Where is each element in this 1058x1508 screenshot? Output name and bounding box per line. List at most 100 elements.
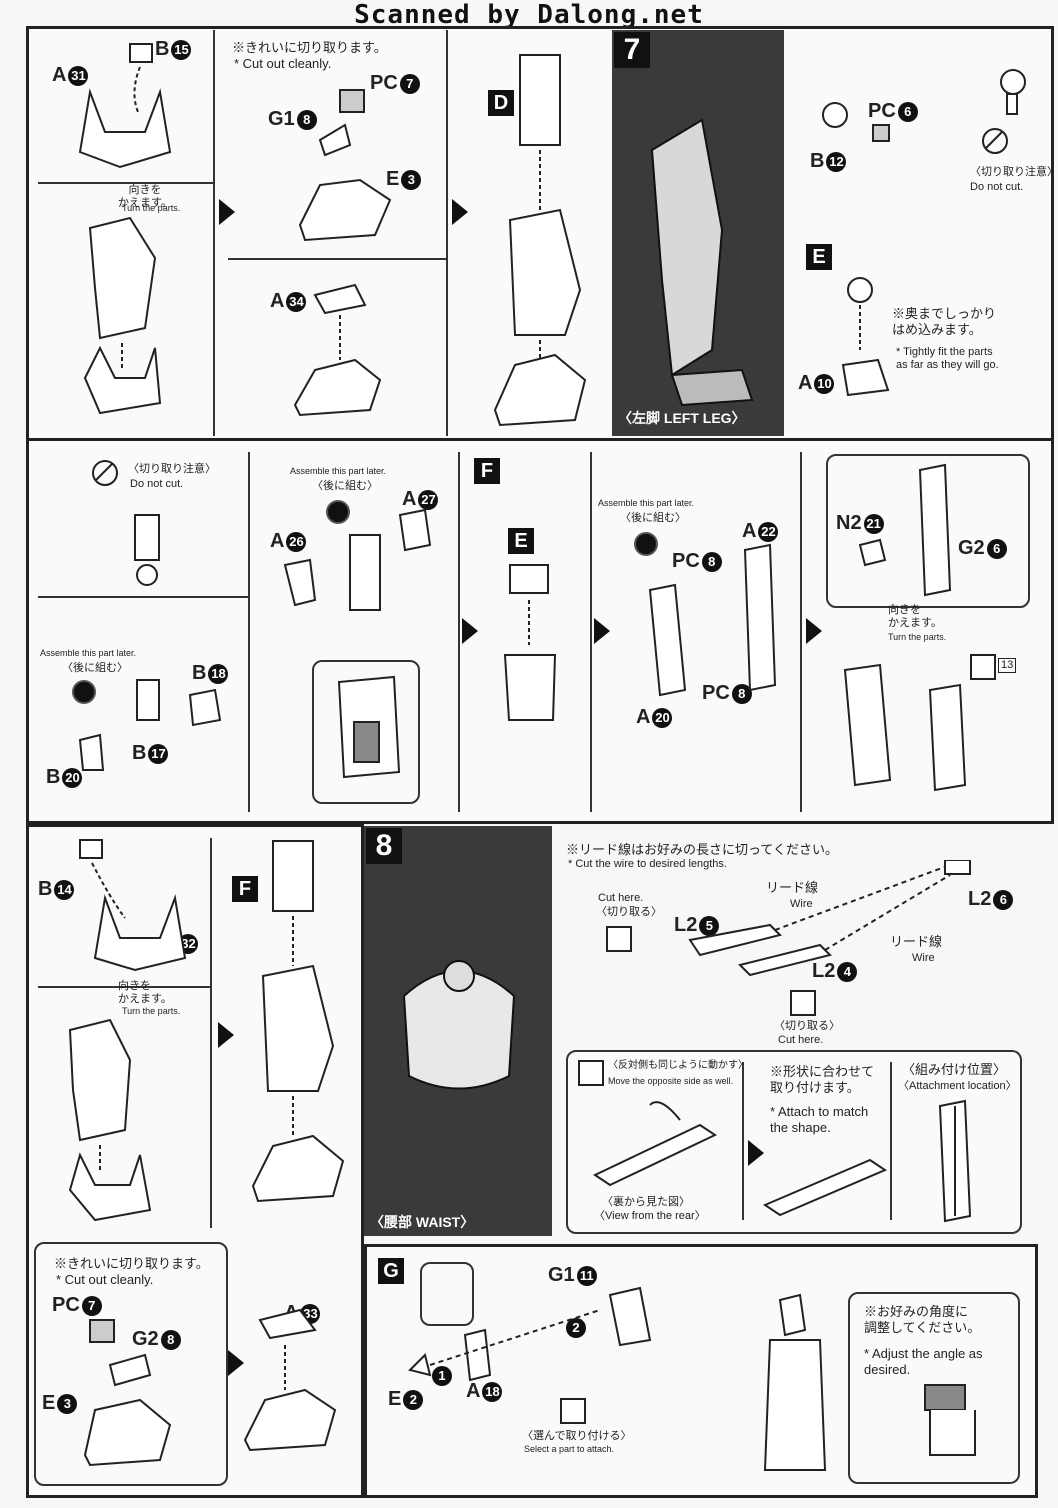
divider xyxy=(248,452,250,812)
step-arrow xyxy=(218,1022,234,1048)
attach-shape-en: * Attach to match the shape. xyxy=(770,1104,869,1135)
part-sketch xyxy=(78,43,172,169)
divider xyxy=(590,452,592,812)
assemble-later-icon xyxy=(326,500,350,524)
step-order-1: 1 xyxy=(430,1366,452,1386)
page-ref: 13 xyxy=(998,658,1017,674)
attach-location-en: 〈Attachment location〉 xyxy=(898,1080,1017,1092)
leg-assembly-sketch xyxy=(493,54,587,427)
part-sketch xyxy=(79,839,187,972)
do-not-cut-jp: 〈切り取り注意〉 xyxy=(128,463,216,475)
divider xyxy=(446,30,448,436)
cut-cleanly-jp: ※きれいに切り取ります。 xyxy=(232,40,387,55)
waist-image xyxy=(402,960,516,1090)
select-part-en: Select a part to attach. xyxy=(524,1444,615,1454)
do-not-cut-jp: 〈切り取り注意〉 xyxy=(970,166,1058,178)
move-opposite-icon xyxy=(578,1060,604,1086)
select-part-jp: 〈選んで取り付ける〉 xyxy=(522,1430,632,1442)
part-sketch xyxy=(68,1018,152,1222)
part-sketch xyxy=(762,1158,888,1217)
do-not-cut-en: Do not cut. xyxy=(130,478,184,490)
assemble-later-jp: 〈後に組む〉 xyxy=(62,662,128,674)
divider xyxy=(800,452,802,812)
part-sketch xyxy=(841,277,890,397)
wire-cut-en: * Cut the wire to desired lengths. xyxy=(568,858,727,870)
do-not-cut-icon xyxy=(982,128,1008,154)
part-sketch xyxy=(1000,69,1026,115)
divider xyxy=(38,596,248,598)
cut-here-jp: 〈切り取る〉 xyxy=(596,906,662,918)
step-arrow xyxy=(219,199,235,225)
wire-label-jp: リード線 xyxy=(766,880,819,895)
part-sketch xyxy=(408,1286,652,1382)
part-sketch xyxy=(293,283,382,417)
angle-en: * Adjust the angle as desired. xyxy=(864,1346,983,1377)
wire-label-jp: リード線 xyxy=(890,934,943,949)
step-order-2: 2 xyxy=(564,1318,586,1338)
fit-tightly-en: * Tightly fit the parts as far as they w… xyxy=(896,346,999,372)
part-sketch xyxy=(924,1384,976,1456)
step-number-8: 8 xyxy=(366,828,402,864)
divider xyxy=(210,838,212,1228)
scissors-icon xyxy=(790,990,816,1016)
angle-jp: ※お好みの角度に 調整してください。 xyxy=(864,1304,981,1335)
part-sketch xyxy=(78,679,222,771)
assemble-later-jp: 〈後に組む〉 xyxy=(620,512,686,524)
waist-caption: 〈腰部 WAIST〉 xyxy=(370,1214,475,1230)
turn-parts-en: Turn the parts. xyxy=(888,632,947,642)
cut-here2-jp: 〈切り取る〉 xyxy=(774,1020,840,1032)
assembly-label-f: F xyxy=(474,458,500,484)
rear-view-en: 〈View from the rear〉 xyxy=(594,1210,706,1222)
assembly-label-e: E xyxy=(508,528,534,554)
assembly-label-d: D xyxy=(488,90,514,116)
leg-assembly-sketch xyxy=(251,840,345,1203)
left-leg-image xyxy=(650,118,754,407)
scissors-icon xyxy=(606,926,632,952)
step-arrow xyxy=(462,618,478,644)
left-leg-caption: 〈左脚 LEFT LEG〉 xyxy=(618,410,746,426)
cut-here-en: Cut here. xyxy=(598,892,644,904)
part-sketch xyxy=(243,1308,337,1452)
detail-panel xyxy=(420,1262,474,1326)
divider xyxy=(213,30,215,436)
do-not-cut-icon xyxy=(92,460,118,486)
select-part-icon xyxy=(560,1398,586,1424)
assemble-later-en: Assemble this part later. xyxy=(40,648,137,658)
scan-watermark: Scanned by Dalong.net xyxy=(354,0,704,30)
part-sketch xyxy=(648,543,777,697)
assemble-later-icon xyxy=(72,680,96,704)
part-sketch xyxy=(592,1101,718,1187)
step-arrow xyxy=(452,199,468,225)
part-sketch xyxy=(822,102,890,142)
part-sketch xyxy=(938,1099,972,1223)
step-arrow xyxy=(748,1140,764,1166)
attach-location-jp: 〈組み付け位置〉 xyxy=(902,1062,1007,1077)
cut-cleanly-en: * Cut out cleanly. xyxy=(234,56,332,71)
part-sketch xyxy=(134,514,160,586)
divider xyxy=(38,182,213,184)
assemble-later-icon xyxy=(634,532,658,556)
cut-here2-en: Cut here. xyxy=(778,1034,824,1046)
attach-shape-jp: ※形状に合わせて 取り付けます。 xyxy=(770,1064,875,1095)
waist-assembly-sketch xyxy=(763,1293,827,1471)
part-sketch xyxy=(283,508,432,611)
